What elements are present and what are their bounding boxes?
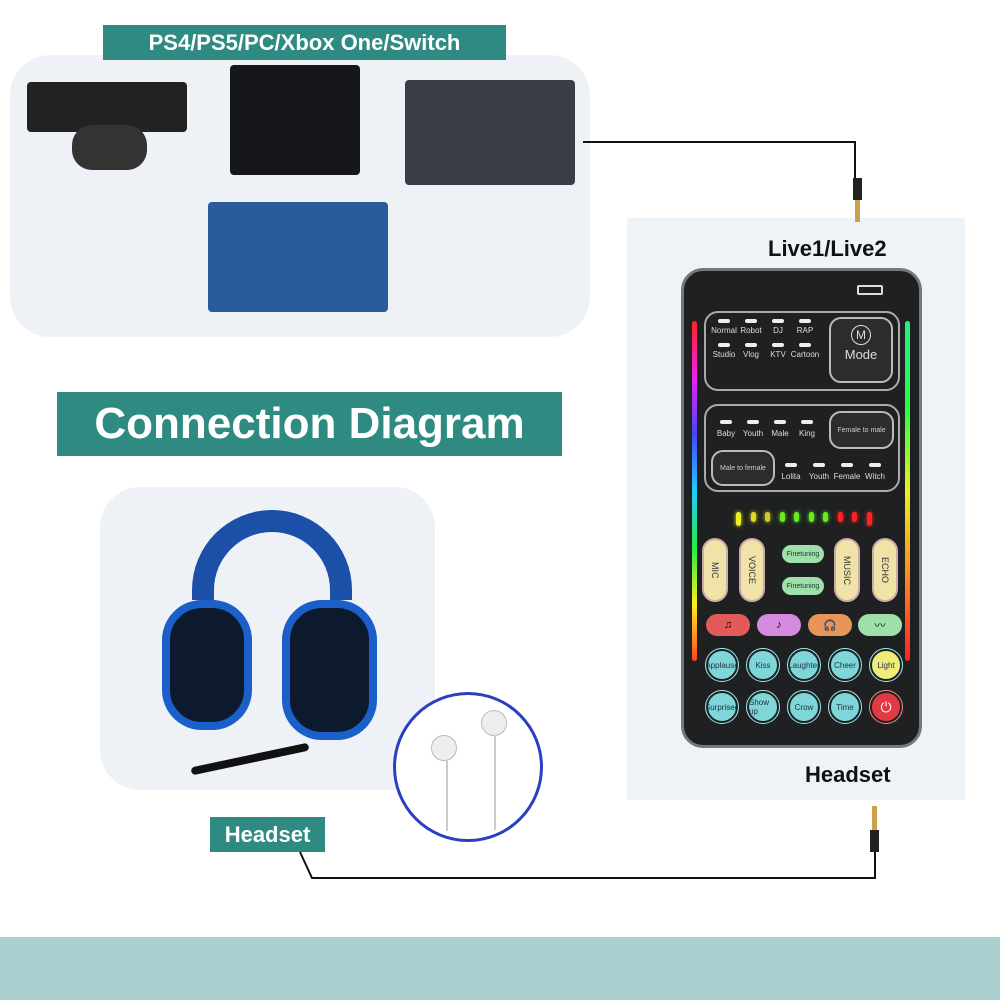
earbuds-image [393, 692, 543, 842]
headset-label-right: Headset [805, 762, 891, 787]
mode-indicator [799, 319, 811, 323]
finetuning-down-button[interactable]: Finetuning [782, 577, 824, 595]
mode-option-studio[interactable]: Studio [712, 350, 736, 359]
mode-indicator [718, 343, 730, 347]
meter-segment [750, 512, 756, 522]
meter-segment [779, 512, 785, 522]
mode-indicator [772, 319, 784, 323]
mode-button[interactable]: M Mode [829, 317, 893, 383]
xbox-console-image [27, 82, 187, 132]
gaming-headset-image [162, 510, 382, 770]
mode-option-cartoon[interactable]: Cartoon [790, 350, 820, 359]
meter-segment [765, 512, 770, 522]
headphone-icon: 🎧 [823, 619, 837, 632]
voice-option-lolita[interactable]: Lolita [781, 472, 801, 481]
music-note-icon: ♫ [723, 619, 733, 631]
noise-button[interactable]: 〰 [858, 614, 902, 636]
mode-indicator [745, 319, 757, 323]
controller-image [72, 125, 147, 170]
music-button[interactable]: ♫ [706, 614, 750, 636]
mode-option-vlog[interactable]: Vlog [742, 350, 759, 359]
effect-light[interactable]: Light [869, 648, 903, 682]
power-icon: ⏻ [880, 698, 892, 715]
knob-music[interactable]: MUSIC [834, 538, 860, 602]
voice-option-witch[interactable]: Witch [865, 472, 885, 481]
finetuning-up-button[interactable]: Finetuning [782, 545, 824, 563]
voice-option-female[interactable]: Female [833, 472, 861, 481]
devices-label: PS4/PS5/PC/Xbox One/Switch [103, 25, 506, 60]
mode-option-ktv[interactable]: KTV [770, 350, 786, 359]
meter-segment [852, 512, 857, 522]
mode-icon: M [851, 325, 871, 345]
knob-label: VOICE [747, 555, 757, 584]
voice-changer-device: M Mode Female to male Male to female Fin… [681, 268, 922, 748]
headset-label-left: Headset [210, 817, 325, 852]
rgb-light-left [692, 321, 697, 661]
tablets-phones-image [208, 202, 388, 312]
mode-option-dj[interactable]: DJ [773, 326, 783, 335]
voice-effect-button[interactable]: ♪ [757, 614, 801, 636]
mode-option-robot[interactable]: Robot [740, 326, 762, 335]
voice-option-male[interactable]: Male [771, 429, 789, 438]
knob-mic[interactable]: MIC [702, 538, 728, 602]
knob-label: ECHO [880, 556, 890, 583]
voice-option-youth[interactable]: Youth [808, 472, 830, 481]
mode-indicator [799, 343, 811, 347]
mode-option-rap[interactable]: RAP [796, 326, 814, 335]
meter-segment [794, 512, 799, 522]
effect-show-up[interactable]: Show up [746, 690, 780, 724]
mode-option-normal[interactable]: Normal [711, 326, 737, 335]
effect-laughter[interactable]: Laughter [787, 648, 821, 682]
male-to-female-button[interactable]: Male to female [711, 450, 775, 486]
voice-indicator [785, 463, 797, 467]
voice-indicator [747, 420, 759, 424]
effect-applause[interactable]: Applause [705, 648, 739, 682]
voice-indicator [869, 463, 881, 467]
meter-segment [837, 512, 843, 522]
voice-indicator [720, 420, 732, 424]
voice-option-baby[interactable]: Baby [716, 429, 736, 438]
power-button[interactable]: ⏻ [869, 690, 903, 724]
meter-segment [866, 512, 872, 526]
female-to-male-button[interactable]: Female to male [829, 411, 894, 449]
live-label: Live1/Live2 [768, 236, 887, 261]
knob-voice[interactable]: VOICE [739, 538, 765, 602]
voice-indicator [813, 463, 825, 467]
voice-option-youth[interactable]: Youth [742, 429, 764, 438]
voice-option-king[interactable]: King [798, 429, 815, 438]
voice-indicator [774, 420, 786, 424]
effect-time[interactable]: Time [828, 690, 862, 724]
effect-surprised[interactable]: Surprised [705, 690, 739, 724]
mode-indicator [745, 343, 757, 347]
page-title: Connection Diagram [57, 392, 562, 456]
knob-echo[interactable]: ECHO [872, 538, 898, 602]
voice-indicator [801, 420, 813, 424]
mode-indicator [718, 319, 730, 323]
meter-segment [808, 512, 814, 522]
sound-wave-icon: 〰 [874, 620, 886, 632]
battery-icon [857, 285, 883, 295]
effect-kiss[interactable]: Kiss [746, 648, 780, 682]
effect-crow[interactable]: Crow [787, 690, 821, 724]
mode-indicator [772, 343, 784, 347]
meter-segment [823, 512, 828, 522]
ps4-console-image [230, 65, 360, 175]
mode-panel [704, 311, 900, 391]
voice-panel [704, 404, 900, 492]
voice-indicator [841, 463, 853, 467]
gaming-pc-image [405, 80, 575, 185]
knob-label: MUSIC [842, 555, 852, 585]
bottom-band [0, 937, 1000, 1000]
meter-segment [736, 512, 741, 526]
mode-button-label: Mode [844, 347, 878, 362]
voice-icon: ♪ [776, 619, 782, 631]
knob-label: MIC [710, 561, 720, 579]
rgb-light-right [905, 321, 910, 661]
effect-cheer[interactable]: Cheer [828, 648, 862, 682]
monitor-button[interactable]: 🎧 [808, 614, 852, 636]
